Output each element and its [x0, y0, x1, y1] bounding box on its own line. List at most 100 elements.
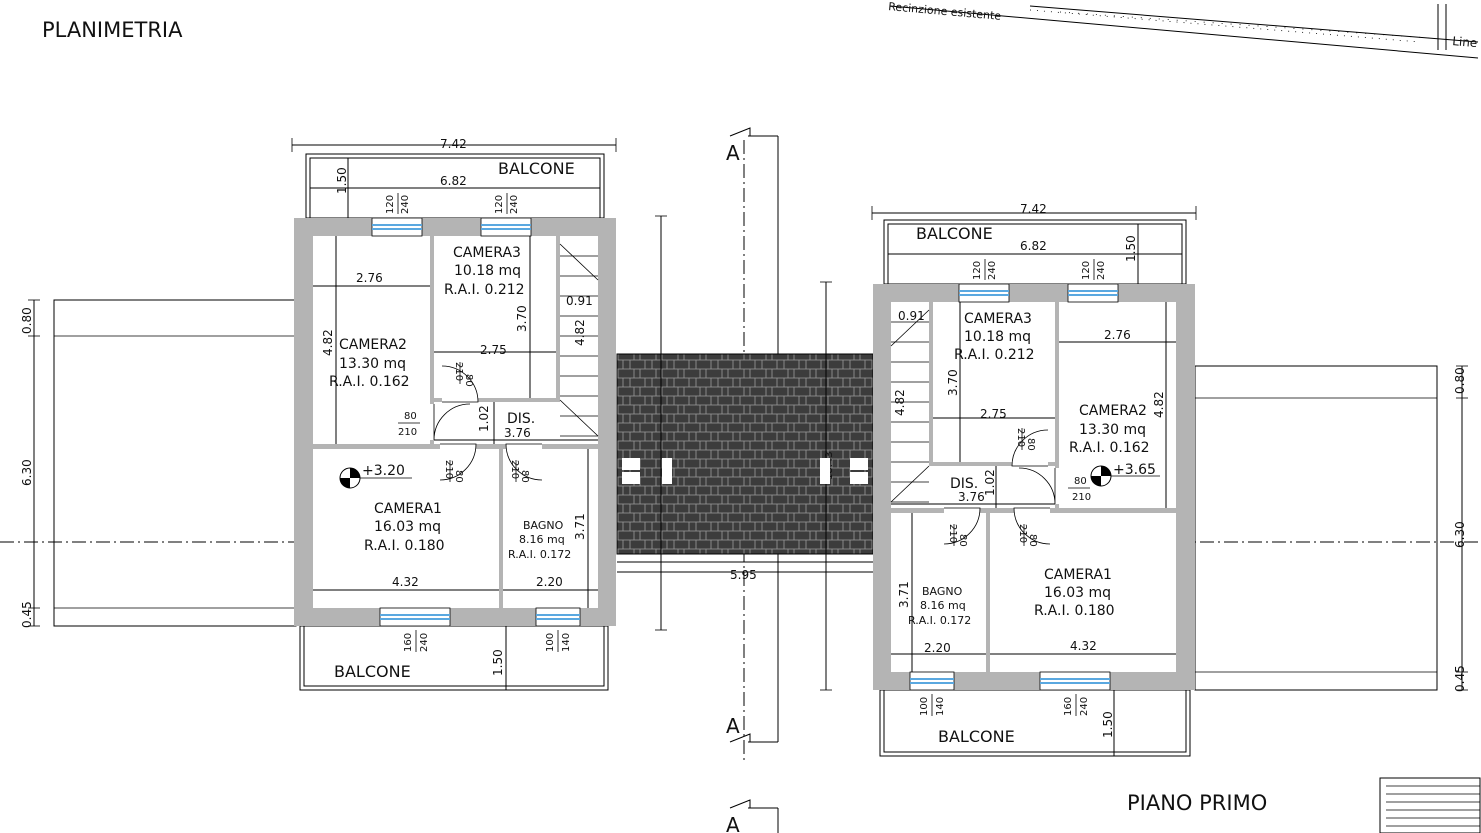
left-d2-bot: 80 — [463, 374, 474, 387]
left-d4-top: 210 — [509, 460, 520, 479]
left-stair-w: 0.91 — [566, 294, 593, 308]
left-bagno-d: 3.71 — [573, 513, 587, 540]
left-camera2-rai: R.A.I. 0.162 — [329, 374, 410, 390]
right-camera3-area: 10.18 mq — [964, 329, 1031, 345]
left-d4-bot: 80 — [519, 470, 530, 483]
left-side-bot: 0.45 — [20, 601, 34, 628]
left-w3-bot: 240 — [419, 633, 430, 652]
left-d3-bot: 80 — [453, 470, 464, 483]
right-d4-top: 210 — [1017, 524, 1028, 543]
left-camera2-name: CAMERA2 — [339, 337, 407, 353]
right-d1-bot: 210 — [1072, 492, 1091, 503]
left-d3-top: 210 — [443, 460, 454, 479]
right-camera3-rai: R.A.I. 0.212 — [954, 347, 1035, 363]
right-dis-d: 1.02 — [983, 469, 997, 496]
right-d2-bot: 80 — [1025, 438, 1036, 451]
right-stairs — [890, 309, 930, 503]
left-bottom-balc: 1.50 — [491, 649, 505, 676]
right-camera2-area — [1059, 302, 1176, 508]
right-w1-top: 120 — [972, 261, 983, 280]
right-unit: 0.80 6.30 0.45 7.42 6.82 1.50 BALCONE 1.… — [871, 202, 1468, 757]
left-door-camera1 — [439, 443, 477, 481]
left-w1-bot: 240 — [400, 195, 411, 214]
left-window-3 — [379, 607, 451, 627]
left-w4-top: 100 — [545, 633, 556, 652]
left-d1-bot: 210 — [398, 427, 417, 438]
right-bagno-rai: R.A.I. 0.172 — [908, 614, 971, 627]
right-side-depth: 6.30 — [1453, 521, 1467, 548]
left-stairs — [559, 243, 599, 437]
left-dis-d: 1.02 — [477, 405, 491, 432]
right-camera1-rai: R.A.I. 0.180 — [1034, 603, 1115, 619]
right-door-bagno — [943, 507, 981, 545]
bottom-right-stair-hatch — [1379, 777, 1481, 833]
line-label: Line — [1452, 34, 1478, 50]
right-d3-top: 210 — [947, 524, 958, 543]
left-c2-depth: 4.82 — [321, 329, 335, 356]
left-balcone-top: BALCONE — [498, 159, 575, 178]
left-w2-top: 120 — [494, 195, 505, 214]
right-c1-width: 4.32 — [1070, 639, 1097, 653]
right-c2-width: 2.76 — [1104, 328, 1131, 342]
section-a-bottom: A — [726, 714, 740, 738]
fence-label: Recinzione esistente — [888, 0, 1002, 23]
left-bagno-width: 2.20 — [536, 575, 563, 589]
left-bagno-area: 8.16 mq — [519, 533, 565, 546]
left-bagno-rai: R.A.I. 0.172 — [508, 548, 571, 561]
right-bagno-area — [891, 513, 986, 672]
left-dis-w: 3.76 — [504, 426, 531, 440]
left-w1-top: 120 — [385, 195, 396, 214]
right-door-camera1 — [1013, 507, 1051, 545]
right-camera2-area: 13.30 mq — [1079, 422, 1146, 438]
right-dis-w: 3.76 — [958, 490, 985, 504]
right-dis-name: DIS. — [950, 476, 978, 492]
left-w3-top: 160 — [403, 633, 414, 652]
left-side-top: 0.80 — [20, 307, 34, 334]
section-a-top: A — [726, 141, 740, 165]
right-w3-bot: 240 — [1079, 697, 1090, 716]
right-camera1-area — [990, 513, 1176, 672]
left-camera3-rai: R.A.I. 0.212 — [444, 282, 525, 298]
existing-fence: Recinzione esistente Line — [888, 0, 1479, 59]
right-side-top: 0.80 — [1453, 367, 1467, 394]
right-stair-d: 4.82 — [893, 389, 907, 416]
left-c3-width: 2.75 — [480, 343, 507, 357]
right-level-marker-icon — [1090, 465, 1160, 487]
left-camera1-name: CAMERA1 — [374, 501, 442, 517]
right-d2-top: 210 — [1015, 428, 1026, 447]
left-window-2 — [480, 217, 532, 237]
left-inner-width: 6.82 — [440, 174, 467, 188]
left-w4-bot: 140 — [561, 633, 572, 652]
right-c3-depth: 3.70 — [946, 369, 960, 396]
center-width: 5.95 — [730, 568, 757, 582]
right-camera2-name: CAMERA2 — [1079, 403, 1147, 419]
right-window-3 — [1039, 671, 1111, 691]
right-balcone-bottom: BALCONE — [938, 727, 1015, 746]
right-w2-bot: 240 — [1096, 261, 1107, 280]
right-window-4 — [909, 671, 955, 691]
left-stair-d: 4.82 — [573, 319, 587, 346]
right-dis-area — [891, 466, 1055, 508]
left-d1-top: 80 — [404, 411, 417, 422]
right-d1-top: 80 — [1074, 476, 1087, 487]
left-balcone-bottom: BALCONE — [334, 662, 411, 681]
left-bagno-name: BAGNO — [523, 519, 564, 532]
right-bottom-balc: 1.50 — [1101, 711, 1115, 738]
right-c2-depth: 4.82 — [1152, 391, 1166, 418]
left-total-width: 7.42 — [440, 137, 467, 151]
left-level: +3.20 — [362, 463, 405, 479]
right-stair-w: 0.91 — [898, 309, 925, 323]
right-balcony-depth: 1.50 — [1124, 235, 1138, 262]
right-door-camera3 — [1011, 429, 1049, 467]
left-camera3-area — [434, 236, 556, 398]
right-c3-width: 2.75 — [980, 407, 1007, 421]
right-door-camera2 — [1018, 467, 1059, 505]
right-window-2 — [1067, 283, 1119, 303]
left-w2-bot: 240 — [509, 195, 520, 214]
left-door-bagno — [505, 443, 543, 481]
left-camera1-area: 16.03 mq — [374, 519, 441, 535]
left-dis-name: DIS. — [507, 411, 535, 427]
right-bagno-area: 8.16 mq — [920, 599, 966, 612]
left-camera2-area — [313, 236, 430, 444]
